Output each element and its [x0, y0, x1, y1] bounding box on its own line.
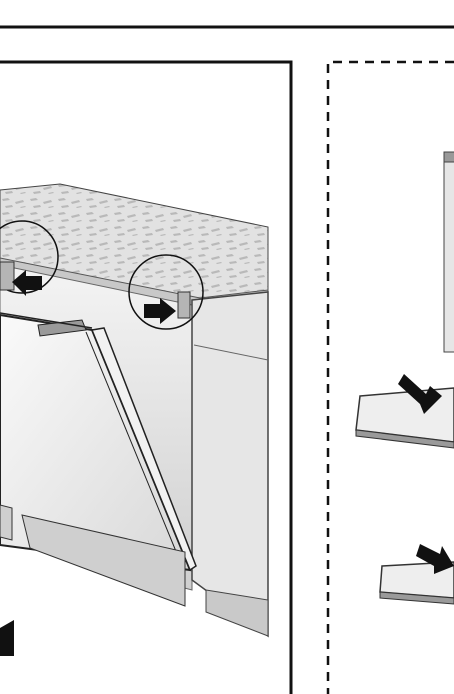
arrow-right-icon	[144, 298, 176, 324]
arrow-left-icon	[12, 270, 42, 296]
main-panel-border	[0, 60, 293, 694]
detail-circle-left	[0, 220, 59, 294]
arrow-down-right-icon-2	[416, 544, 454, 574]
side-strip-top	[443, 151, 454, 163]
right-plinth	[205, 589, 269, 637]
door-top-line	[0, 312, 93, 329]
left-bracket	[0, 261, 15, 291]
side-strip	[443, 151, 454, 353]
right-cabinet	[191, 291, 269, 638]
detail-panel	[326, 60, 454, 694]
dishwasher-plinth	[21, 514, 186, 607]
arrow-partial-icon	[0, 620, 14, 656]
door-edge-line	[85, 331, 183, 567]
left-plinth	[0, 504, 13, 541]
main-panel	[0, 60, 293, 694]
detail-circle-right	[128, 254, 204, 330]
dishwasher-door-edge	[90, 327, 197, 572]
right-cabinet-line	[193, 344, 269, 361]
strip-piece-upper-edge	[355, 429, 454, 449]
control-strip	[37, 319, 87, 337]
strip-piece-lower-edge	[379, 591, 454, 605]
detail-panel-border	[326, 60, 454, 694]
right-bracket	[177, 291, 191, 319]
arrow-down-right-icon	[398, 374, 442, 414]
